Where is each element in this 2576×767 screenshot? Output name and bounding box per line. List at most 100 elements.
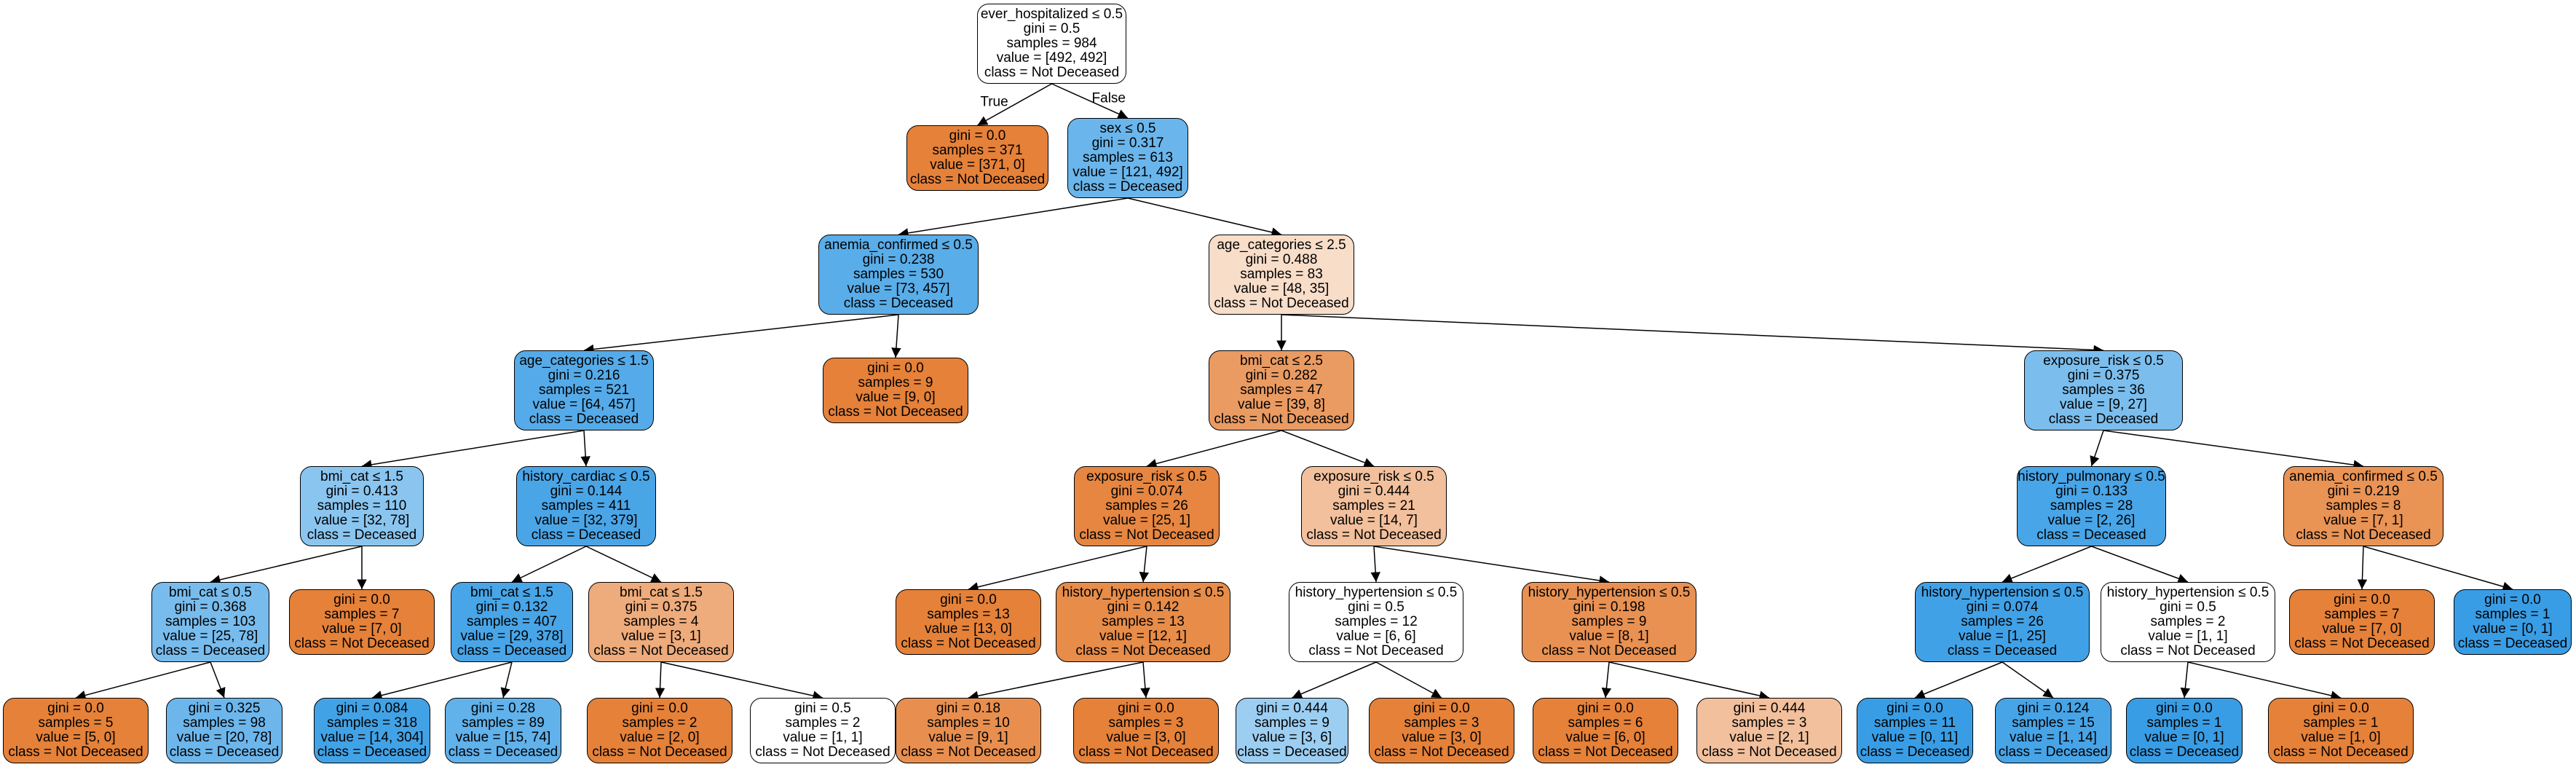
node-text-line: gini = 0.0 xyxy=(2312,701,2369,716)
node-text-line: value = [1, 1] xyxy=(2148,629,2228,644)
node-text-line: samples = 318 xyxy=(326,715,418,731)
edge-label-false: False xyxy=(1092,91,1126,106)
node-text-line: gini = 0.084 xyxy=(336,701,408,716)
node-text-line: class = Not Deceased xyxy=(1308,643,1444,658)
node-text-line: samples = 1 xyxy=(2475,607,2551,622)
node-text-line: samples = 10 xyxy=(927,715,1010,731)
node-text-line: class = Deceased xyxy=(1072,179,1183,194)
node-text-line: value = [32, 78] xyxy=(314,513,410,528)
node-text-line: gini = 0.5 xyxy=(1023,21,1080,36)
node-text-line: class = Deceased xyxy=(529,412,639,427)
tree-edge-7-12 xyxy=(1281,430,1375,468)
tree-edge-21-35 xyxy=(1292,661,1377,699)
node-text-line: gini = 0.375 xyxy=(2067,368,2140,383)
node-text-line: gini = 0.0 xyxy=(2484,592,2541,607)
tree-edge-11-19 xyxy=(968,546,1147,592)
node-text-line: value = [0, 11] xyxy=(1871,730,1959,745)
node-text-line: class = Not Deceased xyxy=(1214,296,1349,311)
node-text-line: class = Not Deceased xyxy=(901,636,1036,651)
node-text-line: gini = 0.444 xyxy=(1733,701,1806,716)
node-text-line: value = [2, 1] xyxy=(1729,730,1809,745)
node-text-line: gini = 0.0 xyxy=(333,592,390,607)
node-text-line: class = Not Deceased xyxy=(828,404,963,420)
node-text-line: gini = 0.0 xyxy=(631,701,688,716)
node-text-line: anemia_confirmed ≤ 0.5 xyxy=(2289,469,2438,484)
tree-edge-22-38 xyxy=(1608,661,1770,701)
node-text-line: class = Not Deceased xyxy=(984,65,1120,80)
node-text-line: class = Deceased xyxy=(2048,412,2159,427)
node-text-line: samples = 28 xyxy=(2050,498,2133,514)
node-text-line: class = Not Deceased xyxy=(592,744,727,760)
node-text-line: exposure_risk ≤ 0.5 xyxy=(2043,353,2164,369)
node-text-line: class = Deceased xyxy=(317,744,427,760)
tree-edge-5-9 xyxy=(361,430,585,470)
node-text-line: value = [39, 8] xyxy=(1238,397,1325,412)
node-text-line: class = Deceased xyxy=(155,643,266,658)
node-text-line: samples = 26 xyxy=(1961,614,2044,629)
tree-edge-5-10 xyxy=(580,430,590,467)
node-text-line: samples = 407 xyxy=(466,614,558,629)
node-text-line: history_hypertension ≤ 0.5 xyxy=(1062,585,1225,600)
node-text-line: value = [3, 0] xyxy=(1402,730,1482,745)
node-text-line: value = [14, 304] xyxy=(320,730,424,745)
node-text-line: samples = 8 xyxy=(2326,498,2401,514)
tree-edge-7-11 xyxy=(1146,430,1282,469)
node-text-line: gini = 0.368 xyxy=(174,599,247,615)
tree-edge-8-13 xyxy=(2090,430,2104,467)
node-text-line: gini = 0.238 xyxy=(862,252,935,267)
node-text-line: gini = 0.0 xyxy=(867,361,924,376)
node-text-line: class = Not Deceased xyxy=(2294,636,2430,651)
node-text-line: value = [3, 0] xyxy=(1106,730,1186,745)
node-text-line: samples = 12 xyxy=(1335,614,1418,629)
node-text-line: gini = 0.0 xyxy=(1886,701,1943,716)
node-text-line: class = Deceased xyxy=(2129,744,2240,760)
node-text-line: value = [9, 27] xyxy=(2060,397,2147,412)
tree-edge-8-14 xyxy=(2103,430,2364,470)
node-text-line: value = [1, 14] xyxy=(2010,730,2097,745)
node-text-line: value = [1, 25] xyxy=(1959,629,2046,644)
tree-edge-18-31 xyxy=(655,661,665,699)
tree-edge-3-6 xyxy=(891,314,901,358)
tree-edge-23-40 xyxy=(2002,661,2054,699)
node-text-line: gini = 0.132 xyxy=(475,599,548,615)
node-text-line: class = Not Deceased xyxy=(2120,643,2256,658)
node-text-line: gini = 0.0 xyxy=(1577,701,1634,716)
node-text-line: samples = 36 xyxy=(2062,382,2145,398)
node-text-line: value = [25, 78] xyxy=(162,629,258,644)
node-text-line: gini = 0.488 xyxy=(1245,252,1318,267)
node-text-line: history_hypertension ≤ 0.5 xyxy=(1528,585,1691,600)
node-text-line: gini = 0.074 xyxy=(1110,484,1183,499)
node-text-line: value = [12, 1] xyxy=(1099,629,1187,644)
node-text-line: class = Not Deceased xyxy=(294,636,430,651)
node-text-line: samples = 3 xyxy=(1404,715,1479,731)
node-text-line: class = Deceased xyxy=(457,643,567,658)
node-text-line: gini = 0.074 xyxy=(1966,599,2039,615)
node-text-line: samples = 83 xyxy=(1240,267,1323,282)
node-text-line: gini = 0.282 xyxy=(1245,368,1318,383)
node-text-line: value = [14, 7] xyxy=(1330,513,1418,528)
node-text-line: class = Deceased xyxy=(169,744,280,760)
node-text-line: value = [20, 78] xyxy=(176,730,272,745)
node-text-line: value = [0, 1] xyxy=(2144,730,2224,745)
node-text-line: samples = 2 xyxy=(785,715,861,731)
node-text-line: class = Not Deceased xyxy=(2296,527,2431,543)
node-text-line: gini = 0.0 xyxy=(2156,701,2213,716)
node-text-line: samples = 3 xyxy=(1731,715,1807,731)
